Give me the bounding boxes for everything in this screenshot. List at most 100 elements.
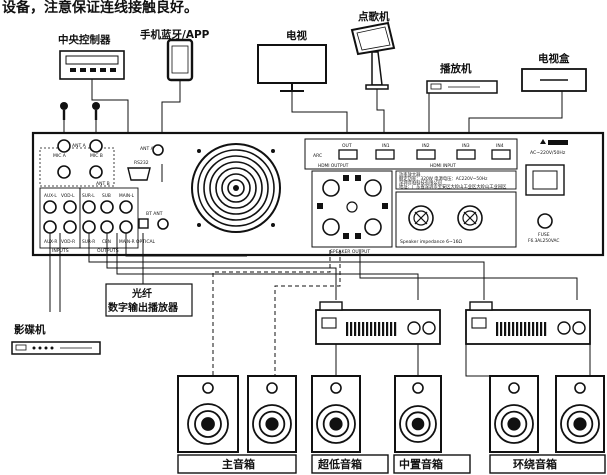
player-label: 播放机 <box>440 62 472 75</box>
mic-a-label: MIC A <box>53 153 67 159</box>
spec-line-1: 功率放大器 <box>399 171 421 178</box>
input-jack-aux-r[interactable] <box>43 220 57 234</box>
mic-b-label: MIC B <box>90 153 103 159</box>
tv-label: 电视 <box>286 29 307 42</box>
dvd-player-label: 影碟机 <box>14 323 46 336</box>
tvbox-device: 电视盒 <box>521 52 587 92</box>
output-label-sur-l: SUR-L <box>82 193 95 199</box>
speaker-impedance-label: Speaker impedance 6~16Ω <box>400 239 462 245</box>
ant-a-label: ANT A <box>72 143 87 149</box>
optical-section: BT ANT OPTICAL <box>136 211 169 245</box>
ant-a-jack[interactable] <box>57 165 71 179</box>
ac-label: AC~220V/50Hz <box>530 150 566 156</box>
spec-line-2: 额定功率：320W 电源电压：AC220V~50Hz <box>399 175 488 182</box>
bottom-wires <box>49 233 591 377</box>
center-speaker-label: 中置音箱 <box>399 457 443 471</box>
phone-device: 手机蓝牙/APP <box>140 28 210 82</box>
output-label-main-l: MAIN-L <box>119 193 135 199</box>
outputs-title: OUTPUTS <box>97 248 119 254</box>
bt-ant-label: BT ANT <box>146 211 163 217</box>
hdmi-port-out[interactable] <box>338 149 358 160</box>
optical-player-box: 光纤 数字输出播放器 <box>105 283 193 317</box>
rs232-section: RS232 ANT A <box>127 144 164 182</box>
rs232-port[interactable] <box>127 167 151 181</box>
karaoke-device: 点歌机 <box>350 10 396 90</box>
output-label-sub: SUB <box>102 193 111 199</box>
player-device: 播放机 <box>426 62 498 94</box>
mic-b-jack[interactable] <box>89 139 103 153</box>
ant-b-label: ANT B <box>96 181 110 187</box>
fuse-label: FUSE <box>538 232 550 238</box>
power-section: FUSE F6.3AL250VAC <box>525 164 565 244</box>
hdmi-port-in4[interactable] <box>491 149 511 160</box>
hdmi-port-out-label: OUT <box>342 143 352 149</box>
hdmi-section: ARC OUT IN1 IN2 IN3 IN4 HDMI OUTPUT HDMI… <box>304 138 518 170</box>
input-jack-vod-r[interactable] <box>63 220 77 234</box>
spec-line-4: 地址：广东省深圳市宝安区大岭山工业区大岭山工业园区 <box>399 183 507 190</box>
optical-device-line-2: 数字输出播放器 <box>108 301 179 314</box>
ac-warning: AC~220V/50Hz <box>530 139 568 156</box>
tv-device: 电视 <box>257 29 327 92</box>
phone-label: 手机蓝牙/APP <box>140 28 210 41</box>
rear-ant-jack[interactable] <box>152 144 164 156</box>
spec-line-3: 深圳音响科技有限公司 <box>399 179 442 186</box>
hdmi-port-in1[interactable] <box>375 149 395 160</box>
speaker-post-2[interactable] <box>364 179 382 197</box>
header-text: 设备，注意保证连线接触良好。 <box>2 0 198 16</box>
hdmi-output-label: HDMI OUTPUT <box>318 163 349 169</box>
output-jack-sur-r[interactable] <box>82 220 96 234</box>
power-amplifier <box>315 301 441 345</box>
input-label-aux-r: AUX-R <box>44 239 57 245</box>
microphone-icon <box>92 102 100 120</box>
arc-label: ARC <box>313 153 322 159</box>
main-speaker-left <box>177 375 239 453</box>
output-jack-main-r[interactable] <box>119 220 133 234</box>
output-label-main-r: MAIN-R <box>119 239 135 245</box>
power-amplifier <box>465 301 591 345</box>
hdmi-port-in4-label: IN4 <box>496 143 504 149</box>
input-label-aux-l: AUX-L <box>44 193 57 199</box>
karaoke-label: 点歌机 <box>358 10 390 23</box>
controller-label: 中央控制器 <box>58 33 111 46</box>
central-controller-device: 中央控制器 <box>58 33 125 80</box>
surround-speaker-left <box>489 375 539 453</box>
hdmi-port-in2[interactable] <box>416 149 436 160</box>
surround-speaker-right <box>555 375 605 453</box>
input-jack-vod-l[interactable] <box>63 200 77 214</box>
optical-port[interactable] <box>138 218 149 229</box>
antenna-mic-section: ANT A MIC A MIC B ANT B <box>39 139 115 187</box>
speaker-output-label: SPEAKER OUTPUT <box>330 249 370 255</box>
center-speaker <box>394 375 442 453</box>
input-label-vod-r: VOD-R <box>61 239 75 245</box>
spec-plate: 功率放大器 额定功率：320W 电源电压：AC220V~50Hz 深圳音响科技有… <box>395 170 517 190</box>
output-jack-sur-l[interactable] <box>82 200 96 214</box>
fuse-holder[interactable] <box>537 213 553 229</box>
speaker-post-3[interactable] <box>322 218 340 236</box>
optical-device-line-1: 光纤 <box>131 287 152 300</box>
fan-grille <box>191 143 281 233</box>
speaker-post-1[interactable] <box>322 179 340 197</box>
hdmi-port-in2-label: IN2 <box>422 143 430 149</box>
output-jack-sub[interactable] <box>100 200 114 214</box>
rs232-label: RS232 <box>134 160 149 166</box>
output-label-cen: CEN <box>102 239 111 245</box>
subwoofer-label: 超低音箱 <box>317 457 362 471</box>
ant-b-jack[interactable] <box>89 165 103 179</box>
main-speakers-label: 主音箱 <box>222 457 255 471</box>
speaker-post-4[interactable] <box>364 218 382 236</box>
bt-ant-jack[interactable] <box>157 218 169 230</box>
fuse-rating-label: F6.3AL250VAC <box>528 238 559 244</box>
speakon-section: Speaker impedance 6~16Ω <box>395 191 517 248</box>
dvd-player-device: 影碟机 <box>11 323 101 355</box>
hdmi-port-in3[interactable] <box>456 149 476 160</box>
main-speaker-right <box>247 375 297 453</box>
output-jack-main-l[interactable] <box>119 200 133 214</box>
power-inlet[interactable] <box>525 164 565 196</box>
output-jack-cen[interactable] <box>100 220 114 234</box>
microphone-icon <box>60 102 68 120</box>
input-jack-aux-l[interactable] <box>43 200 57 214</box>
mic-a-jack[interactable] <box>57 139 71 153</box>
optical-label: OPTICAL <box>136 239 156 245</box>
hdmi-port-in3-label: IN3 <box>462 143 470 149</box>
subwoofer-speaker <box>311 375 361 453</box>
